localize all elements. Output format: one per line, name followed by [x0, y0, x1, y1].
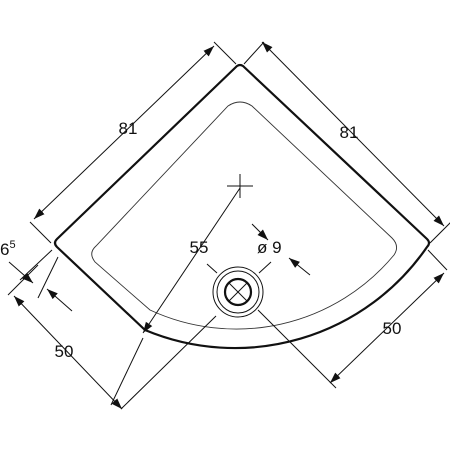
dimension-width-left: 81 — [29, 41, 237, 244]
dimension-label-drain-diameter: ø 9 — [257, 238, 282, 257]
dimension-drain-position: 55 — [120, 187, 241, 410]
dimension-label-side-right: 50 — [383, 319, 402, 338]
dimension-side-left: 50 — [7, 264, 144, 410]
dimension-drain-diameter: ø 9 — [251, 223, 311, 276]
dimension-width-right: 81 — [243, 41, 450, 244]
dimension-label-side-left: 50 — [55, 342, 74, 361]
center-mark — [227, 174, 253, 198]
dimension-label-drain-position: 55 — [190, 238, 209, 257]
dimension-label-width-right: 81 — [340, 123, 359, 142]
drain — [206, 261, 272, 318]
tray-outline — [53, 63, 431, 350]
dimension-label-width-left: 81 — [119, 119, 138, 138]
dimension-side-right: 50 — [257, 249, 448, 389]
dimension-label-height: 65 — [0, 239, 16, 259]
